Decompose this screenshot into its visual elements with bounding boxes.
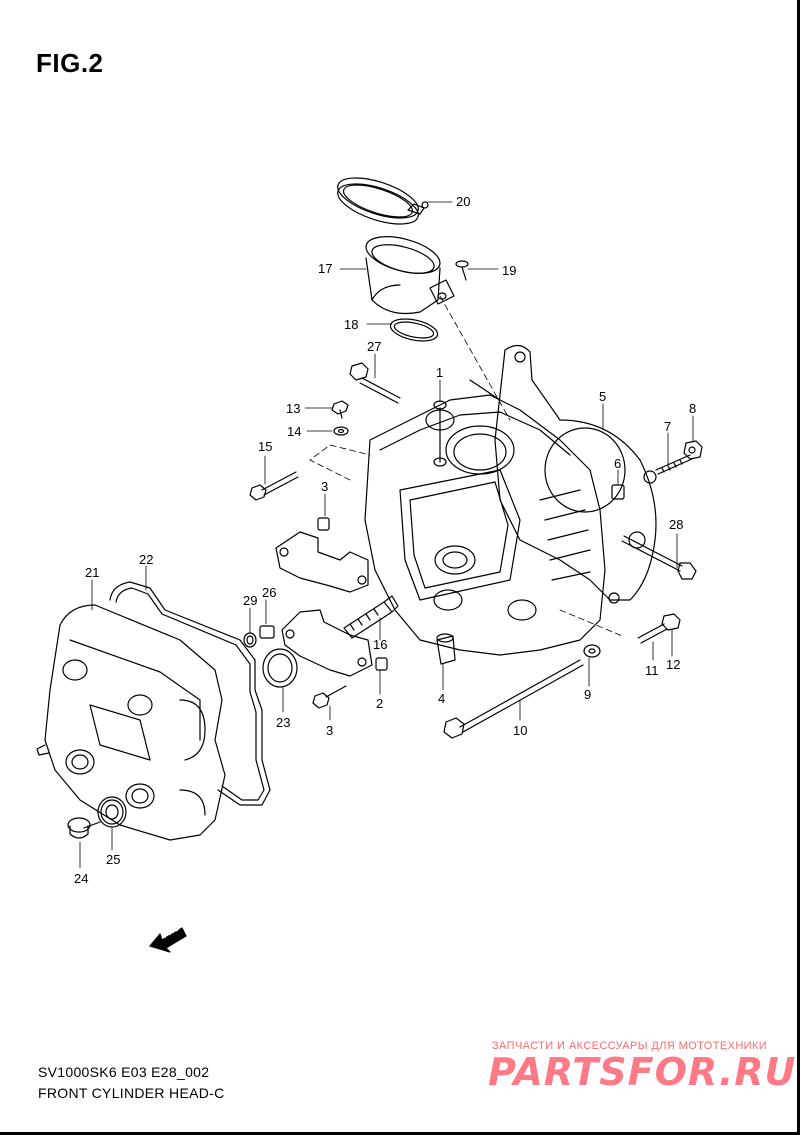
callout-25: 25 [106, 852, 121, 867]
part-18-o-ring [389, 318, 439, 342]
part-28-bolt [621, 535, 697, 580]
part-14-washer [333, 426, 349, 436]
callout-14: 14 [287, 424, 302, 439]
part-6-dowel-pin [611, 484, 625, 500]
part-11-bolt [637, 623, 668, 644]
callout-20: 20 [456, 194, 471, 209]
callout-22: 22 [139, 552, 154, 567]
callout-5: 5 [599, 389, 607, 404]
callout-23: 23 [276, 715, 291, 730]
callout-29: 29 [243, 593, 258, 608]
part-7-stud-bolt [655, 454, 693, 475]
callout-16: 16 [373, 637, 388, 652]
callout-4: 4 [438, 691, 446, 706]
callout-12: 12 [666, 657, 681, 672]
callout-28: 28 [669, 517, 684, 532]
part-29-o-ring [243, 632, 257, 648]
part-20-clamp [337, 177, 429, 225]
cam-holder-lower [281, 609, 373, 677]
watermark-tagline: ЗАПЧАСТИ И АКСЕССУАРЫ ДЛЯ МОТОТЕХНИКИ [492, 1040, 768, 1052]
watermark-brand[interactable]: PARTSFOR.RU [488, 1050, 797, 1094]
part-21-head-cover [36, 604, 226, 841]
callout-8: 8 [689, 401, 697, 416]
model-code: SV1000SK6 E03 E28_002 [38, 1064, 210, 1080]
part-5-gasket [494, 344, 657, 604]
callout-3-upper: 3 [321, 479, 329, 494]
part-13-bolt [331, 400, 349, 419]
part-23-seal [262, 648, 298, 688]
part-19-screw [455, 260, 469, 281]
part-9-washer [583, 644, 601, 658]
callout-18: 18 [344, 317, 359, 332]
figure-title: FIG.2 [36, 48, 104, 78]
cam-holder-upper [275, 531, 369, 593]
callout-2: 2 [376, 696, 384, 711]
part-3-bolt-lower [312, 685, 347, 709]
callout-9: 9 [584, 687, 592, 702]
part-1-cylinder-head [364, 379, 606, 656]
part-8-nut [683, 440, 703, 460]
callout-24: 24 [74, 871, 89, 886]
part-17-intake-pipe [365, 236, 455, 315]
part-15-bolt [249, 471, 299, 501]
callout-3-lower: 3 [326, 723, 334, 738]
callout-21: 21 [85, 565, 100, 580]
callout-10: 10 [513, 723, 528, 738]
part-22-cover-gasket [109, 581, 271, 806]
part-26-collar [259, 625, 275, 639]
callout-11: 11 [645, 663, 659, 678]
part-2-dowel [375, 657, 388, 671]
part-12-washer-nut [661, 613, 681, 631]
callout-19: 19 [502, 263, 517, 278]
callout-7: 7 [664, 419, 672, 434]
callout-17: 17 [318, 261, 333, 276]
section-name: FRONT CYLINDER HEAD-C [38, 1085, 225, 1101]
part-27-bolt [349, 362, 401, 404]
callout-6: 6 [614, 456, 622, 471]
leader-lines [79, 201, 694, 869]
callout-27: 27 [367, 339, 382, 354]
part-4-plug [436, 633, 456, 665]
callout-15: 15 [258, 439, 273, 454]
part-3-dowel-upper [317, 517, 330, 531]
callout-26: 26 [262, 585, 277, 600]
part-24-cover-bolt [67, 817, 101, 839]
part-25-grommet [97, 796, 127, 828]
part-16-spark-plug [343, 595, 399, 639]
fwd-arrow-icon [149, 927, 187, 953]
callout-13: 13 [286, 401, 301, 416]
part-10-head-bolt [443, 659, 584, 739]
callout-1: 1 [436, 365, 444, 380]
